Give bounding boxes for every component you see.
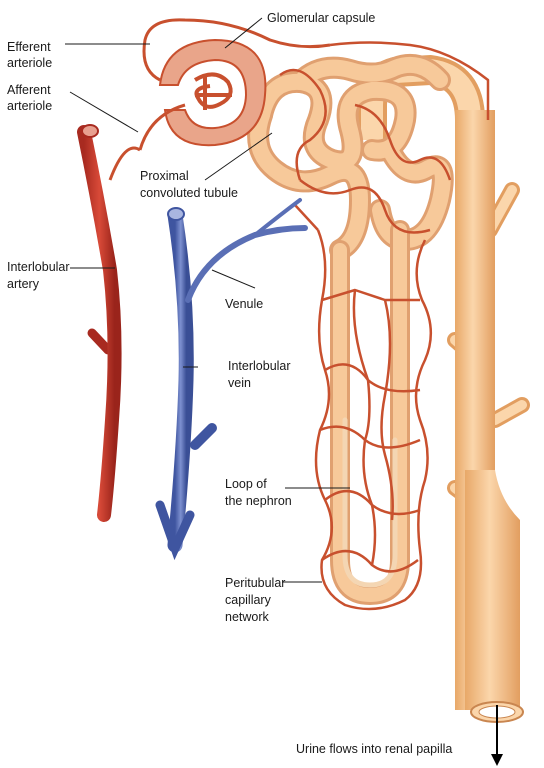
afferent-arteriole <box>138 103 186 151</box>
label-interlobular-artery-line1: Interlobular <box>7 260 70 274</box>
interlobular-vein <box>155 198 308 561</box>
label-afferent-arteriole-line1: Afferent <box>7 83 51 97</box>
label-interlobular-vein-line2: vein <box>228 376 251 390</box>
label-peritubular-line1: Peritubular <box>225 576 285 590</box>
label-peritubular-line3: network <box>225 610 270 624</box>
leader-lines <box>65 17 350 583</box>
peritubular-capillary-network <box>279 41 490 611</box>
label-loop-line2: the nephron <box>225 494 292 508</box>
label-interlobular-vein-line1: Interlobular <box>228 359 291 373</box>
label-interlobular-artery-line2: artery <box>7 277 40 291</box>
glomerular-capsule <box>158 38 267 147</box>
label-loop-line1: Loop of <box>225 477 267 491</box>
label-proximal-tubule-line2: convoluted tubule <box>140 186 238 200</box>
labels: Glomerular capsule Efferent arteriole Af… <box>7 11 452 756</box>
label-efferent-arteriole-line2: arteriole <box>7 56 52 70</box>
interlobular-artery <box>77 124 141 522</box>
nephron-tubules <box>247 54 454 605</box>
label-glomerular-capsule: Glomerular capsule <box>267 11 375 25</box>
efferent-arteriole <box>142 18 331 82</box>
label-urine-flow: Urine flows into renal papilla <box>296 742 452 756</box>
label-afferent-arteriole-line2: arteriole <box>7 99 52 113</box>
venule <box>185 225 308 303</box>
arterioles <box>138 18 331 151</box>
label-peritubular-line2: capillary <box>225 593 272 607</box>
urine-flow-arrow-icon <box>491 705 503 766</box>
label-efferent-arteriole-line1: Efferent <box>7 40 51 54</box>
label-proximal-tubule-line1: Proximal <box>140 169 189 183</box>
label-venule: Venule <box>225 297 263 311</box>
